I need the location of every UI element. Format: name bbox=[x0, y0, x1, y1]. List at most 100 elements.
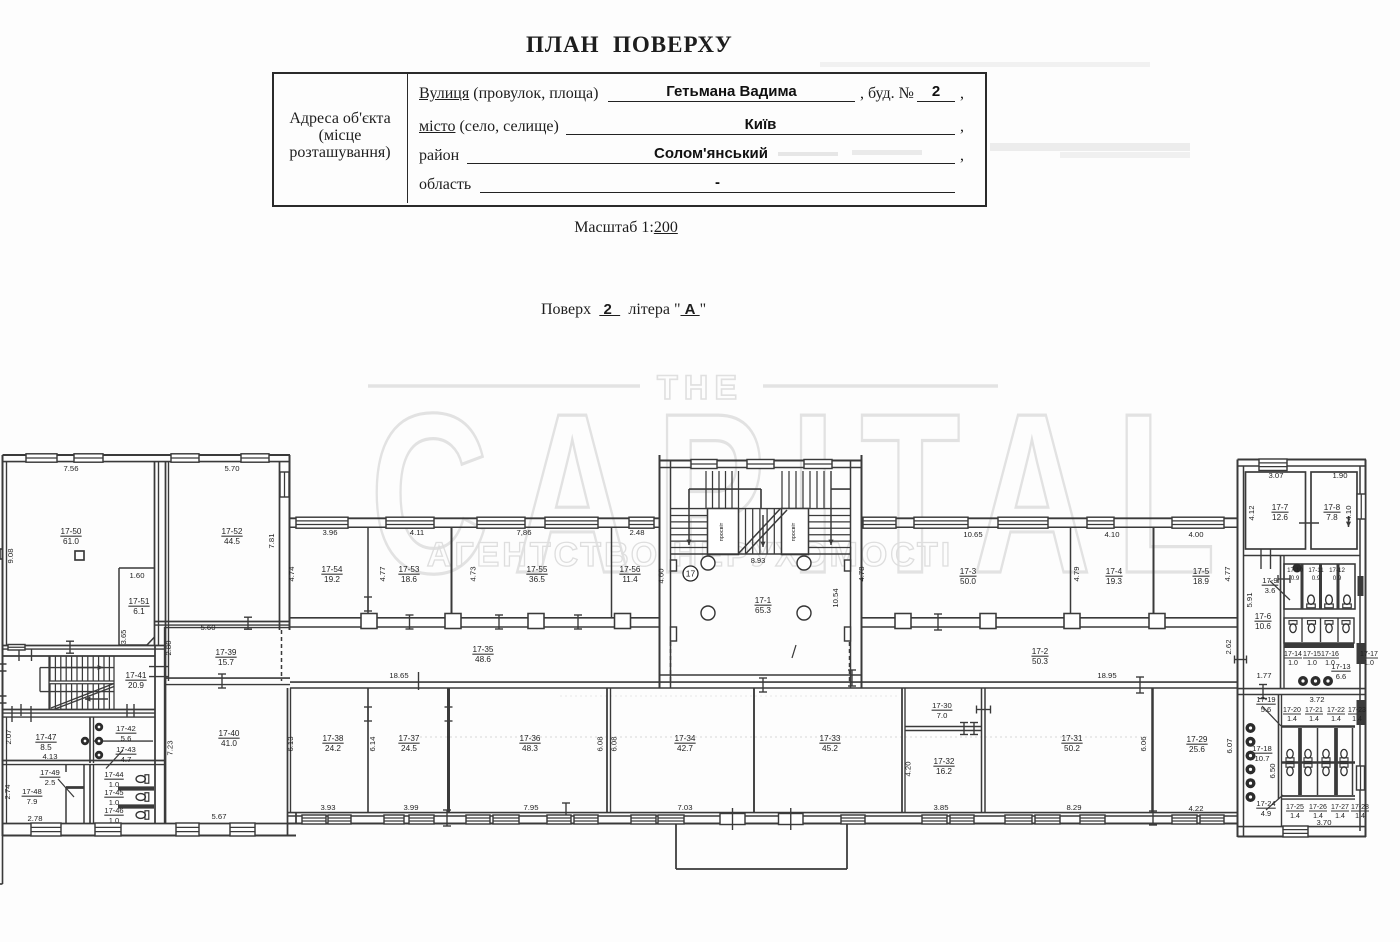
svg-text:50.0: 50.0 bbox=[960, 577, 976, 586]
svg-text:4.77: 4.77 bbox=[1223, 567, 1232, 582]
svg-text:17-11: 17-11 bbox=[1308, 567, 1324, 574]
svg-text:7.8: 7.8 bbox=[1326, 513, 1338, 522]
svg-text:5.6: 5.6 bbox=[1261, 705, 1271, 714]
svg-text:18.9: 18.9 bbox=[1193, 577, 1209, 586]
svg-text:6.07: 6.07 bbox=[1225, 739, 1234, 754]
svg-text:17-26: 17-26 bbox=[1309, 804, 1327, 811]
svg-text:5.67: 5.67 bbox=[212, 812, 227, 821]
svg-text:17-21: 17-21 bbox=[1305, 707, 1323, 714]
svg-text:4.77: 4.77 bbox=[378, 567, 387, 582]
svg-text:17-56: 17-56 bbox=[620, 565, 641, 574]
svg-text:1.0: 1.0 bbox=[1288, 660, 1298, 667]
svg-text:4.13: 4.13 bbox=[43, 752, 58, 761]
svg-text:7.23: 7.23 bbox=[166, 741, 175, 756]
svg-text:4.79: 4.79 bbox=[1072, 567, 1081, 582]
svg-text:25.6: 25.6 bbox=[1189, 745, 1205, 754]
svg-text:65.3: 65.3 bbox=[755, 606, 771, 615]
svg-text:17-33: 17-33 bbox=[820, 734, 841, 743]
svg-text:15.7: 15.7 bbox=[218, 658, 234, 667]
svg-text:17-42: 17-42 bbox=[116, 724, 136, 733]
svg-text:0.9: 0.9 bbox=[1333, 575, 1342, 582]
svg-text:17-50: 17-50 bbox=[61, 527, 82, 536]
svg-text:17-17: 17-17 bbox=[1360, 651, 1378, 658]
svg-text:17-20: 17-20 bbox=[1283, 707, 1301, 714]
svg-text:8.29: 8.29 bbox=[1067, 803, 1082, 812]
svg-text:17-39: 17-39 bbox=[216, 648, 237, 657]
svg-text:17-46: 17-46 bbox=[104, 806, 123, 815]
svg-text:4.60: 4.60 bbox=[657, 569, 666, 584]
svg-text:17-3: 17-3 bbox=[960, 567, 977, 576]
svg-text:7.0: 7.0 bbox=[937, 711, 948, 720]
svg-text:1.4: 1.4 bbox=[1355, 813, 1365, 820]
svg-text:17-18: 17-18 bbox=[1252, 744, 1272, 753]
svg-text:17-29: 17-29 bbox=[1187, 735, 1208, 744]
svg-text:2.48: 2.48 bbox=[630, 528, 645, 537]
svg-text:17-19: 17-19 bbox=[1256, 695, 1275, 704]
svg-text:4.9: 4.9 bbox=[1261, 809, 1271, 818]
svg-text:12.6: 12.6 bbox=[1272, 513, 1288, 522]
svg-text:4.74: 4.74 bbox=[287, 566, 296, 582]
svg-text:10.6: 10.6 bbox=[1255, 622, 1271, 631]
svg-text:3.72: 3.72 bbox=[1310, 695, 1325, 704]
svg-text:2.80: 2.80 bbox=[164, 641, 173, 656]
svg-text:1.0: 1.0 bbox=[1307, 660, 1317, 667]
svg-text:18.6: 18.6 bbox=[401, 575, 417, 584]
svg-text:17-49: 17-49 bbox=[40, 768, 60, 777]
svg-text:50.2: 50.2 bbox=[1064, 744, 1080, 753]
svg-text:44.5: 44.5 bbox=[224, 537, 240, 546]
svg-text:1.4: 1.4 bbox=[1352, 716, 1362, 723]
svg-text:17-25: 17-25 bbox=[1286, 804, 1304, 811]
svg-text:17-28: 17-28 bbox=[1351, 804, 1369, 811]
svg-text:1.0: 1.0 bbox=[109, 780, 119, 789]
svg-text:5.60: 5.60 bbox=[201, 623, 216, 632]
svg-text:5.70: 5.70 bbox=[225, 464, 240, 473]
svg-text:4.00: 4.00 bbox=[1189, 530, 1204, 539]
svg-text:2.62: 2.62 bbox=[1224, 640, 1233, 655]
svg-text:6.13: 6.13 bbox=[286, 737, 295, 752]
svg-text:17-6: 17-6 bbox=[1255, 612, 1272, 621]
svg-text:17: 17 bbox=[686, 569, 696, 579]
svg-text:17-9: 17-9 bbox=[1262, 576, 1277, 585]
svg-text:17-4: 17-4 bbox=[1106, 567, 1123, 576]
svg-text:17-13: 17-13 bbox=[1331, 662, 1350, 671]
svg-text:17-23: 17-23 bbox=[1348, 707, 1366, 714]
svg-text:19.2: 19.2 bbox=[324, 575, 340, 584]
svg-text:17-12: 17-12 bbox=[1329, 567, 1345, 574]
svg-text:3.07: 3.07 bbox=[1269, 471, 1284, 480]
svg-text:17-54: 17-54 bbox=[322, 565, 343, 574]
svg-text:1.90: 1.90 bbox=[1333, 471, 1348, 480]
svg-text:7.56: 7.56 bbox=[64, 464, 79, 473]
svg-text:6.1: 6.1 bbox=[133, 607, 145, 616]
svg-text:1.0: 1.0 bbox=[1364, 660, 1374, 667]
svg-text:3.70: 3.70 bbox=[1317, 818, 1332, 827]
svg-text:17-37: 17-37 bbox=[399, 734, 420, 743]
svg-text:48.6: 48.6 bbox=[475, 655, 491, 664]
svg-text:17-51: 17-51 bbox=[129, 597, 150, 606]
svg-text:7,86: 7,86 bbox=[517, 528, 532, 537]
svg-text:17-30: 17-30 bbox=[932, 701, 952, 710]
svg-text:17-22: 17-22 bbox=[1327, 707, 1345, 714]
svg-text:18.65: 18.65 bbox=[389, 671, 408, 680]
svg-text:6.08: 6.08 bbox=[610, 737, 619, 752]
svg-text:17-47: 17-47 bbox=[36, 733, 57, 742]
svg-text:7.03: 7.03 bbox=[678, 803, 693, 812]
svg-text:1.4: 1.4 bbox=[1331, 716, 1341, 723]
svg-text:50.3: 50.3 bbox=[1032, 657, 1048, 666]
svg-text:17-14: 17-14 bbox=[1284, 651, 1302, 658]
svg-text:1.77: 1.77 bbox=[1257, 671, 1272, 680]
svg-text:6.08: 6.08 bbox=[596, 737, 605, 752]
svg-text:9.08: 9.08 bbox=[6, 549, 15, 564]
svg-text:1.4: 1.4 bbox=[1335, 813, 1345, 820]
svg-text:42.7: 42.7 bbox=[677, 744, 693, 753]
svg-text:17-27: 17-27 bbox=[1331, 804, 1349, 811]
svg-text:3.93: 3.93 bbox=[321, 803, 336, 812]
svg-text:просвіт: просвіт bbox=[719, 522, 725, 541]
svg-text:5.91: 5.91 bbox=[1245, 593, 1254, 608]
svg-text:6.6: 6.6 bbox=[1336, 672, 1346, 681]
svg-text:17-48: 17-48 bbox=[22, 787, 42, 796]
svg-text:17-53: 17-53 bbox=[399, 565, 420, 574]
svg-text:просвіт: просвіт bbox=[791, 522, 797, 541]
svg-text:1.4: 1.4 bbox=[1313, 813, 1323, 820]
svg-text:4.11: 4.11 bbox=[410, 528, 424, 537]
svg-text:17-52: 17-52 bbox=[222, 527, 243, 536]
